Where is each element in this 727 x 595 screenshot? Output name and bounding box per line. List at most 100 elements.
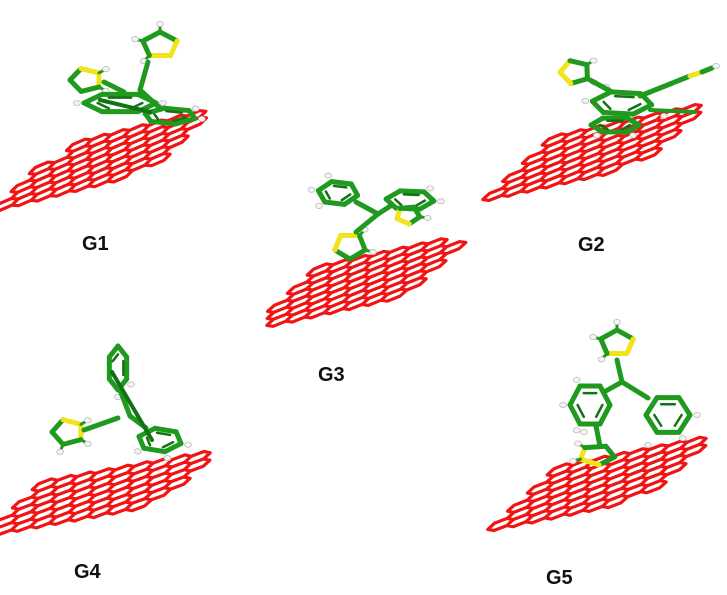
hydrogen-atom bbox=[560, 402, 567, 407]
molecule-bond bbox=[654, 415, 661, 426]
molecule-bond bbox=[157, 433, 170, 435]
molecule-bond bbox=[571, 79, 588, 84]
hydrogen-atom bbox=[569, 459, 576, 464]
molecule-bond bbox=[63, 440, 81, 445]
hydrogen-atom bbox=[132, 37, 139, 42]
molecule-bond bbox=[585, 446, 606, 447]
hydrogen-atom bbox=[713, 63, 720, 68]
molecule-bond bbox=[596, 426, 600, 446]
molecule-bond bbox=[63, 420, 81, 425]
panel-g5 bbox=[488, 319, 706, 530]
molecule-bond bbox=[404, 194, 419, 195]
hydrogen-atom bbox=[614, 319, 621, 324]
hydrogen-atom bbox=[128, 382, 135, 387]
hydrogen-atom bbox=[661, 113, 668, 118]
molecule-bond bbox=[143, 32, 160, 41]
hydrogen-atom bbox=[437, 199, 444, 204]
hydrogen-atom bbox=[427, 186, 434, 191]
molecule-bond bbox=[617, 360, 622, 382]
hydrogen-atom bbox=[325, 173, 332, 178]
molecule-bond bbox=[166, 111, 181, 112]
hydrogen-atom bbox=[594, 133, 601, 138]
hydrogen-atom bbox=[160, 100, 167, 105]
panel-label-g4: G4 bbox=[74, 562, 101, 582]
molecule-bond bbox=[351, 184, 357, 195]
molecule-bond bbox=[400, 191, 424, 192]
graphene-hexagons bbox=[488, 437, 706, 530]
molecule-bond bbox=[81, 69, 99, 73]
hydrogen-atom bbox=[582, 98, 589, 103]
panel-g3 bbox=[267, 173, 466, 326]
molecule-bond bbox=[570, 61, 587, 65]
adsorbed-molecule-g1 bbox=[70, 21, 205, 123]
hydrogen-atom bbox=[679, 436, 686, 441]
hydrogen-atom bbox=[192, 106, 199, 111]
molecule-bond bbox=[650, 110, 695, 112]
molecule-bond bbox=[615, 96, 633, 97]
molecule-bond bbox=[140, 62, 148, 90]
molecule-bond bbox=[578, 405, 584, 417]
molecule-bond bbox=[334, 186, 346, 187]
molecule-bond bbox=[176, 432, 181, 444]
molecule-bond bbox=[151, 121, 176, 123]
graphene-hexagons bbox=[0, 452, 210, 535]
molecule-bond bbox=[81, 87, 99, 91]
graphene-hexagons bbox=[483, 105, 701, 201]
hydrogen-atom bbox=[57, 449, 64, 454]
molecule-bond bbox=[356, 202, 378, 214]
graphene-sheet-g2 bbox=[483, 105, 701, 201]
panel-label-g5: G5 bbox=[546, 568, 573, 588]
hydrogen-atom bbox=[84, 441, 91, 446]
hydrogen-atom bbox=[590, 334, 597, 339]
molecule-bond bbox=[603, 112, 633, 114]
panel-g2 bbox=[483, 58, 720, 201]
hydrogen-atom bbox=[157, 21, 164, 26]
hydrogen-atom bbox=[103, 67, 110, 72]
hydrogen-atom bbox=[308, 187, 315, 192]
molecule-bond bbox=[395, 199, 401, 205]
hydrogen-atom bbox=[645, 442, 652, 447]
molecule-bond bbox=[611, 92, 641, 94]
adsorbed-molecule-g2 bbox=[560, 58, 719, 138]
hydrogen-atom bbox=[84, 418, 91, 423]
panel-label-g1: G1 bbox=[82, 234, 109, 254]
molecule-bond bbox=[675, 415, 682, 426]
molecule-bond bbox=[601, 330, 617, 339]
graphene-sheet-g5 bbox=[488, 437, 706, 530]
molecule-bond bbox=[52, 432, 63, 444]
adsorbed-molecule-g4 bbox=[52, 346, 191, 461]
molecule-bond bbox=[160, 32, 177, 41]
molecule-bond bbox=[155, 115, 159, 120]
molecule-bond bbox=[640, 76, 690, 96]
hydrogen-atom bbox=[198, 116, 205, 121]
molecule-bond bbox=[70, 80, 81, 91]
hydrogen-atom bbox=[316, 203, 323, 208]
hydrogen-atom bbox=[185, 442, 192, 447]
molecule-bond bbox=[617, 330, 633, 339]
hydrogen-atom bbox=[370, 249, 377, 254]
molecule-bond bbox=[332, 182, 352, 184]
hydrogen-atom bbox=[590, 58, 597, 63]
panel-g4 bbox=[0, 346, 210, 535]
panel-g1 bbox=[0, 21, 206, 210]
hydrogen-atom bbox=[573, 428, 580, 433]
molecule-bond bbox=[326, 192, 330, 199]
hydrogen-atom bbox=[74, 100, 81, 105]
hydrogen-atom bbox=[573, 377, 580, 382]
panel-label-g2: G2 bbox=[578, 235, 605, 255]
hydrogen-atom bbox=[134, 449, 141, 454]
molecule-bond bbox=[596, 405, 602, 417]
molecule-bond bbox=[592, 92, 611, 101]
molecule-bond bbox=[604, 382, 622, 392]
hydrogen-atom bbox=[575, 441, 582, 446]
molecule-bond bbox=[155, 428, 176, 432]
molecule-bond bbox=[570, 386, 580, 405]
hydrogen-atom bbox=[598, 357, 605, 362]
hydrogen-atom bbox=[630, 133, 637, 138]
molecule-bond bbox=[702, 68, 712, 72]
molecule-bond bbox=[98, 103, 109, 108]
molecule-bond bbox=[144, 448, 165, 452]
panel-label-g3: G3 bbox=[318, 365, 345, 385]
molecule-bond bbox=[604, 102, 611, 109]
